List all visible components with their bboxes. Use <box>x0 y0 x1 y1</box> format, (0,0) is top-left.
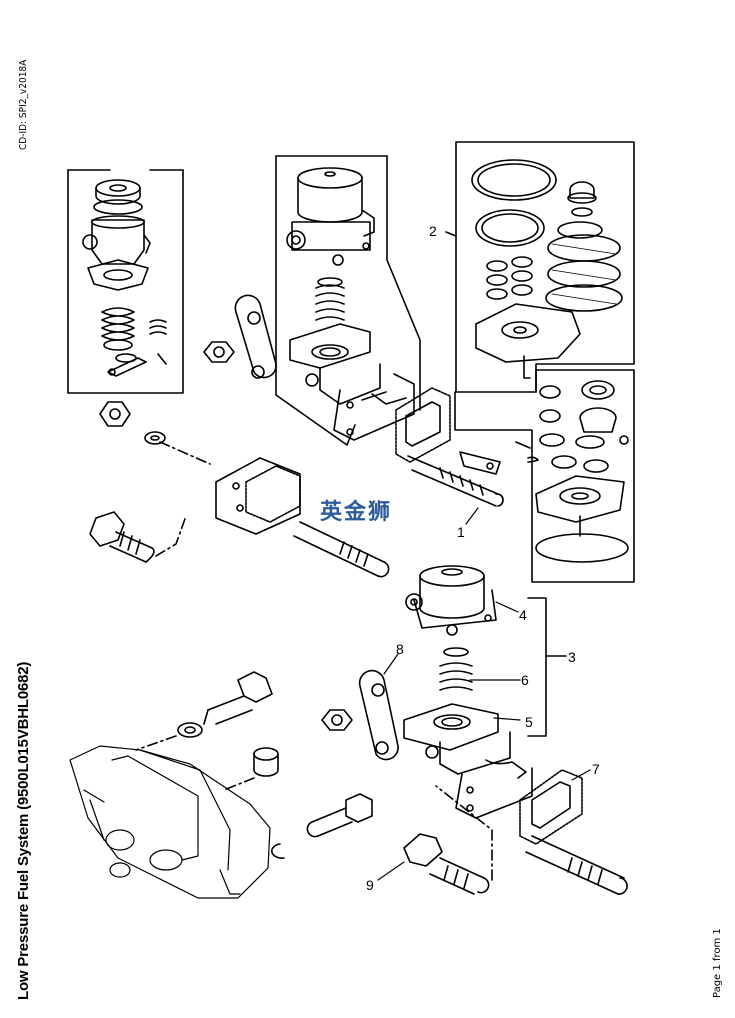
left-kit-inset <box>67 169 184 394</box>
callout-8: 8 <box>396 641 404 657</box>
callout-9: 9 <box>366 877 374 893</box>
callout-4: 4 <box>519 607 527 623</box>
callout-leaders <box>377 507 591 881</box>
watermark: 英金狮 <box>320 500 393 525</box>
upper-right-inset <box>455 141 635 393</box>
left-mid-fasteners <box>89 401 390 578</box>
callout-5: 5 <box>525 714 533 730</box>
callout-3: 3 <box>568 649 576 665</box>
callout-6: 6 <box>521 672 529 688</box>
callout-1: 1 <box>457 524 465 540</box>
center-pump-assembly <box>203 155 504 507</box>
callout-numbers: 1 2 3 4 5 6 7 8 9 <box>366 223 600 893</box>
callout-7: 7 <box>592 761 600 777</box>
lower-right-inset <box>454 369 635 583</box>
engine-block-fasteners <box>69 671 373 899</box>
callout-2: 2 <box>429 223 437 239</box>
callout-2-leader <box>445 231 457 237</box>
lower-pump-assembly <box>321 565 628 895</box>
